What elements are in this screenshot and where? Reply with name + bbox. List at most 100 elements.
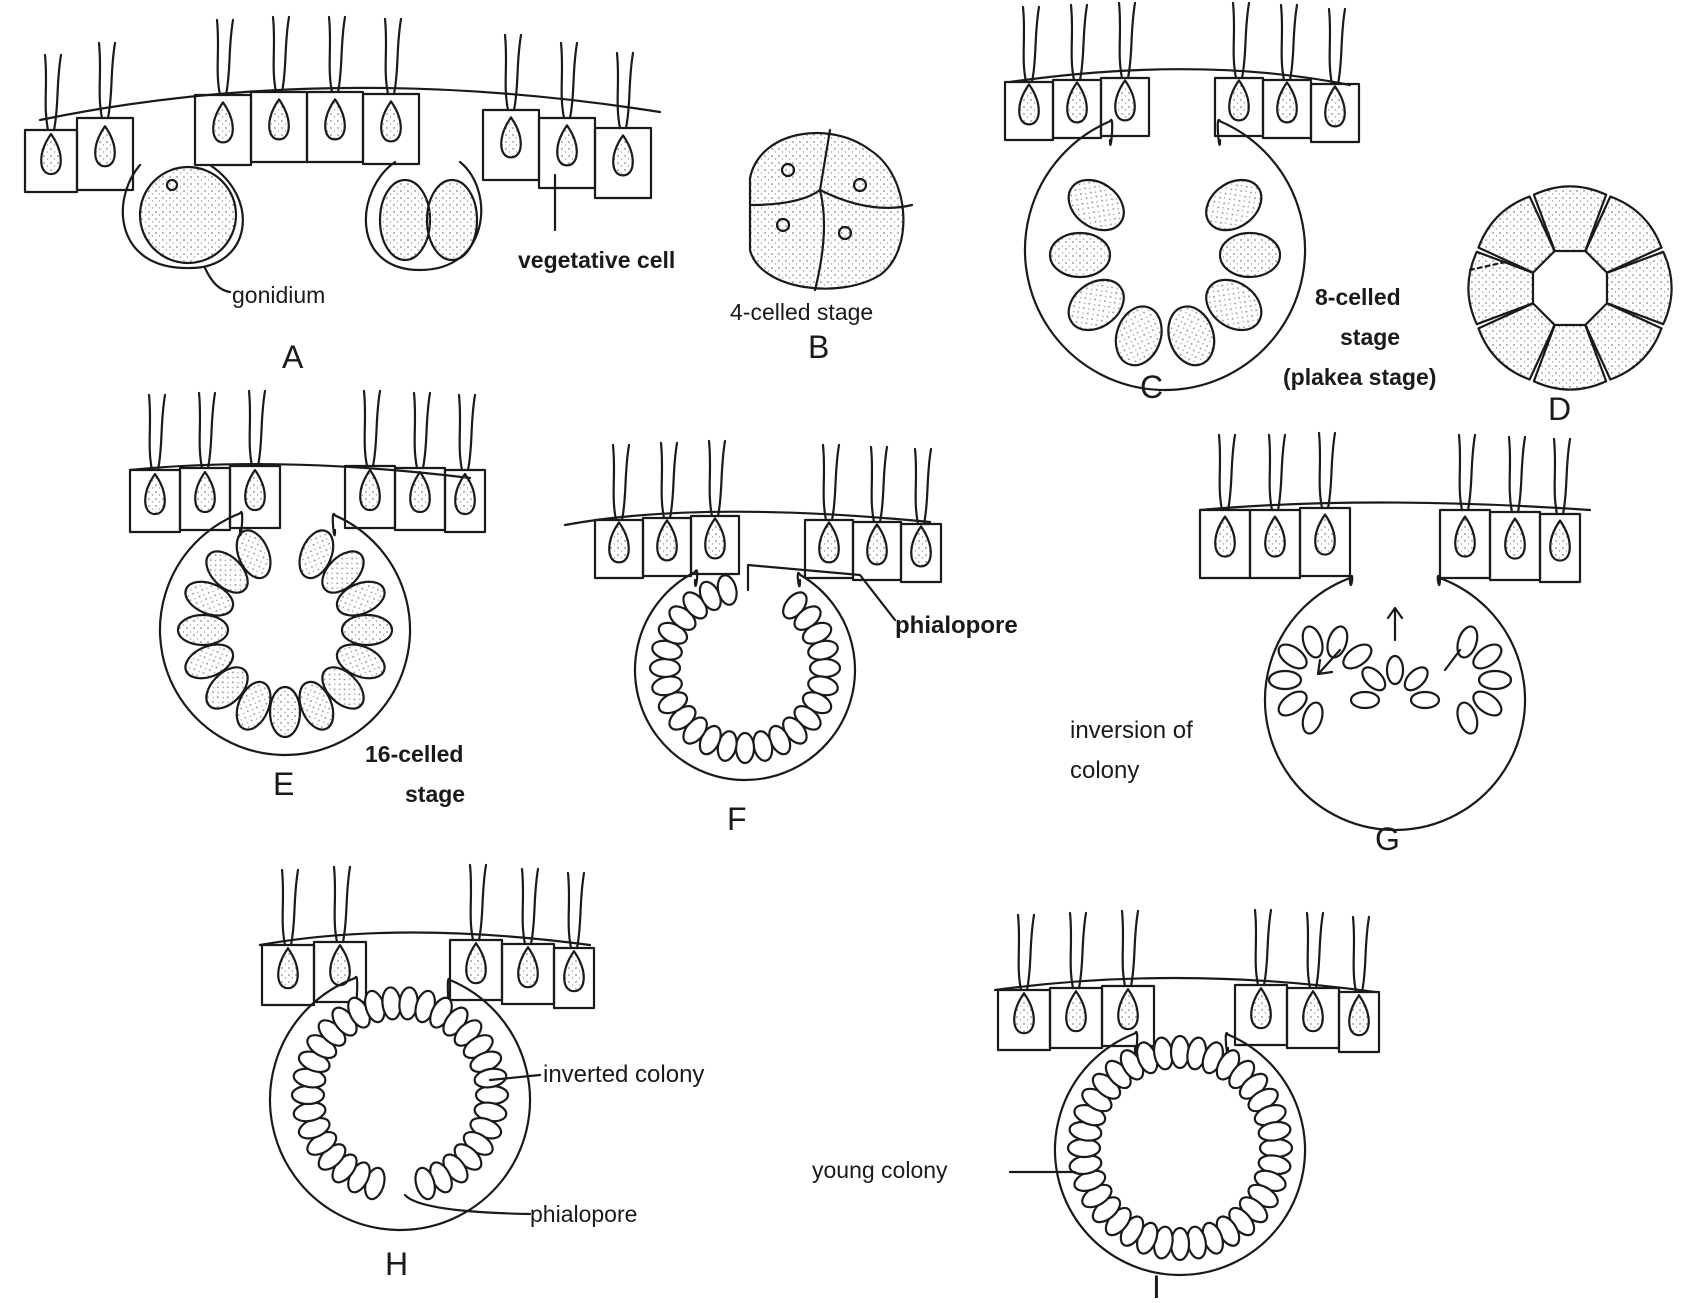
panel-f-flagellum <box>718 441 725 516</box>
panel-f-cell <box>736 733 754 763</box>
panel-a-flagellum <box>226 20 233 95</box>
panel-c-cell-body <box>1277 82 1297 122</box>
panel-a-cell-body <box>381 101 401 141</box>
label-plakea-stage: (plakea stage) <box>1283 364 1436 390</box>
panel-h-cell <box>476 1086 508 1104</box>
panel-a-flagellum <box>99 43 102 118</box>
panel-h-flagellum <box>291 870 298 945</box>
panel-a-daughter-cell <box>380 180 430 260</box>
panel-a-flagellum <box>273 17 276 92</box>
panel-g-flagellum <box>1219 435 1222 510</box>
label-phialopore-f: phialopore <box>895 612 1018 639</box>
label-vegetative-cell: vegetative cell <box>518 247 675 273</box>
panel-e-flagellum <box>149 395 152 470</box>
panel-f-flagellum <box>924 449 931 524</box>
panel-letter-h: H <box>385 1246 408 1282</box>
panel-c-flagellum <box>1338 9 1345 84</box>
panel-h-cell-body <box>564 951 584 991</box>
panel-c-flagellum <box>1071 5 1074 80</box>
panel-a-cell-body <box>501 117 521 157</box>
panel-c-cell-body <box>1067 82 1087 122</box>
panel-g-arrow-up <box>1388 608 1402 640</box>
panel-a-flagellum <box>514 35 521 110</box>
panel-g-cell-body <box>1215 517 1235 557</box>
panel-g-flagellum <box>1228 435 1235 510</box>
panel-c-plakea-cell <box>1059 170 1133 241</box>
panel-e-flagellum <box>208 393 215 468</box>
panel-e-cell-body <box>245 470 265 510</box>
panel-g-flagellum <box>1319 433 1322 508</box>
panel-i-flagellum <box>1079 913 1086 988</box>
panel-f-cell-body <box>911 526 931 566</box>
panel-h-flagellum <box>577 873 584 948</box>
panel-g-flagellum <box>1554 439 1557 514</box>
panel-f-cell <box>650 659 680 677</box>
panel-f-flagellum <box>661 443 664 518</box>
panel-g-cell <box>1351 692 1379 708</box>
panel-a-flagellum <box>561 43 564 118</box>
panel-c-plakea-cell <box>1050 233 1110 277</box>
panel-f-flagellum <box>622 445 629 520</box>
panel-c-plakea-cell <box>1197 170 1271 241</box>
panel-a-flagellum <box>282 17 289 92</box>
panel-a-flagellum <box>626 53 633 128</box>
panel-e-flagellum <box>414 393 417 468</box>
panel-i-flagellum <box>1122 911 1125 986</box>
panel-g-cell <box>1479 671 1511 689</box>
label-16-celled: 16-celled <box>365 741 463 767</box>
panel-i-flagellum <box>1070 913 1073 988</box>
panel-a-flagellum <box>338 17 345 92</box>
panel-f-flagellum <box>613 445 616 520</box>
panel-i-cell <box>1171 1228 1189 1260</box>
panel-c-flagellum <box>1119 3 1122 78</box>
panel-a-flagellum <box>54 55 61 130</box>
panel-c-flagellum <box>1242 3 1249 78</box>
panel-g-cell <box>1401 663 1432 694</box>
panel-letter-i: I <box>1152 1269 1161 1298</box>
panel-f-flagellum <box>670 443 677 518</box>
panel-g-flagellum <box>1269 435 1272 510</box>
panel-f-flagellum <box>915 449 918 524</box>
panel-f-cell-body <box>867 524 887 564</box>
panel-f-flagellum <box>880 447 887 522</box>
panel-c-flagellum <box>1290 5 1297 80</box>
panel-e-cell-body <box>360 470 380 510</box>
panel-e-flagellum <box>468 395 475 470</box>
panel-e-cell <box>270 687 300 737</box>
panel-letter-a: A <box>282 339 304 375</box>
panel-a-flagellum <box>45 55 48 130</box>
panel-a-flagellum <box>385 19 388 94</box>
panel-h-cell-body <box>278 948 298 988</box>
panel-e-cell <box>342 615 392 645</box>
panel-g-surface <box>1200 503 1590 511</box>
panel-g-flagellum <box>1563 439 1570 514</box>
panel-i-flagellum <box>1362 917 1369 992</box>
panel-c-flagellum <box>1281 5 1284 80</box>
panel-e-flagellum <box>423 393 430 468</box>
panel-g-cell <box>1387 656 1403 684</box>
panel-a-cell-body <box>613 135 633 175</box>
panel-i-cell-body <box>1118 989 1138 1029</box>
panel-e-cell-body <box>455 474 475 514</box>
panel-e-cell-body <box>145 474 165 514</box>
label-gonidium: gonidium <box>232 282 325 308</box>
panel-g-arrow-right <box>1445 650 1460 670</box>
label-young-colony: young colony <box>812 1157 948 1183</box>
panel-h-flagellum <box>568 873 571 948</box>
panel-c-flagellum <box>1032 7 1039 82</box>
panel-e-flagellum <box>364 391 367 466</box>
panel-f-cell-body <box>657 520 677 560</box>
panel-letter-d: D <box>1548 391 1571 427</box>
panel-h-cell <box>292 1086 324 1104</box>
panel-i-flagellum <box>1255 910 1258 985</box>
panel-a-daughter-cell <box>427 180 477 260</box>
panel-i-cell <box>1068 1139 1100 1157</box>
panel-a-flagellum <box>617 53 620 128</box>
panel-a-gonidium-leader <box>205 268 230 292</box>
panel-h-cell-body <box>330 945 350 985</box>
panel-i-cell-body <box>1014 993 1034 1033</box>
panel-f-cell-body <box>609 522 629 562</box>
panel-h-cell-body <box>518 947 538 987</box>
panel-c-flagellum <box>1023 7 1026 82</box>
